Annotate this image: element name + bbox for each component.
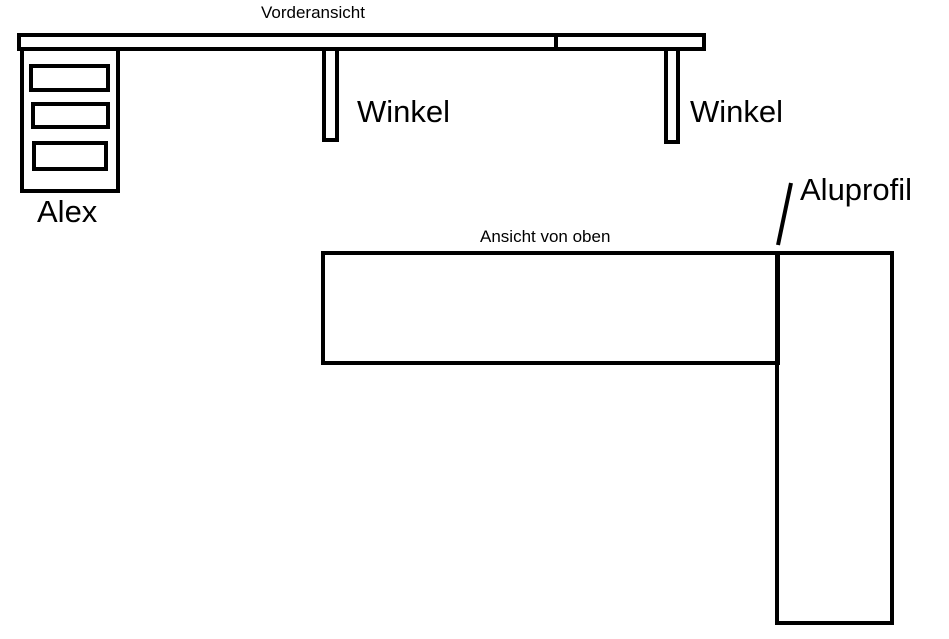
drawer-unit-label: Alex <box>37 194 98 229</box>
drawer-2 <box>31 102 110 129</box>
top-view-title: Ansicht von oben <box>480 227 610 246</box>
drawer-3 <box>32 141 108 171</box>
bracket-right-label: Winkel <box>690 94 783 129</box>
front-view-title: Vorderansicht <box>261 3 365 22</box>
top-view-long-panel <box>775 251 894 625</box>
desktop-slab <box>17 33 706 51</box>
bracket-left <box>322 47 339 142</box>
aluprofile-label: Aluprofil <box>800 172 912 207</box>
drawer-unit-body <box>20 47 120 193</box>
bracket-right <box>664 47 680 144</box>
desktop-slab-left-panel <box>17 33 558 51</box>
top-view: Ansicht von oben Aluprofil <box>321 172 912 625</box>
aluprofile-leader-line <box>776 182 793 246</box>
desktop-slab-right-panel <box>554 33 706 51</box>
drawer-unit-alex <box>20 47 120 193</box>
top-view-short-panel <box>321 251 780 365</box>
drawer-1 <box>29 64 110 92</box>
bracket-left-label: Winkel <box>357 94 450 129</box>
front-view: Vorderansicht Alex Winkel Winkel <box>17 3 783 229</box>
